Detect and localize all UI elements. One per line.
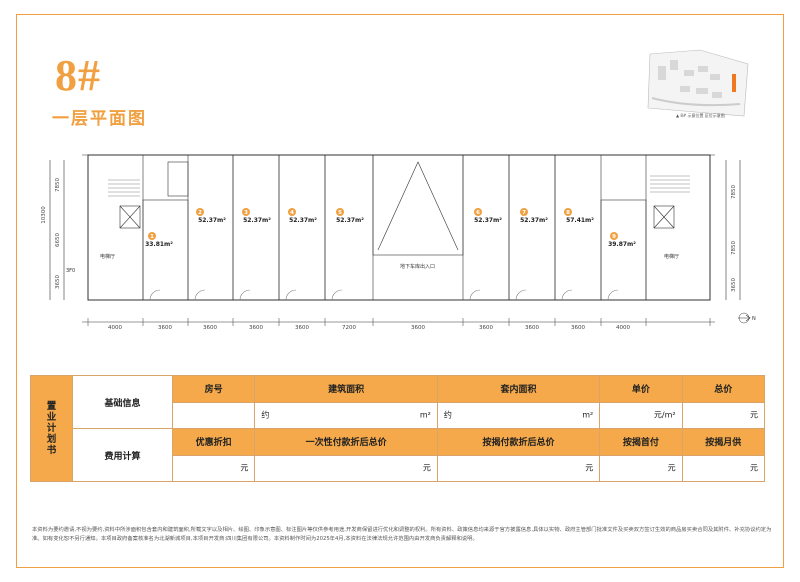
dim-bottom-1: 4000	[108, 325, 122, 331]
unit-6-number: 6	[476, 210, 480, 216]
header-inner-area: 套内面积	[436, 375, 601, 403]
header-room-no: 房号	[171, 375, 256, 403]
building-highlight	[732, 74, 736, 92]
floor-title: 一层平面图	[52, 109, 147, 129]
dim-left-total: 10300	[41, 206, 47, 224]
yuan-unit: 元	[667, 463, 676, 473]
down-payment-field[interactable]: 元	[599, 454, 683, 482]
lump-sum-total-field[interactable]: 元	[254, 454, 438, 482]
unit-3-number: 3	[244, 210, 248, 216]
dim-bottom-5: 3600	[295, 325, 309, 331]
unit-6-area: 52.37m²	[474, 217, 502, 224]
header-down-payment: 按揭首付	[599, 428, 683, 456]
floor-plan: 4000 3600 3600 3600 3600 7200 3600 3600 …	[41, 154, 756, 331]
unit-6-badge	[474, 208, 482, 216]
total-price-field[interactable]: 元	[681, 401, 766, 429]
unit-1-number: 1	[150, 234, 154, 240]
unit-markers: 1 33.81m² 2 52.37m² 3 52.37m² 4 52.37m² …	[145, 208, 636, 248]
inner-area-field[interactable]: 约 m²	[436, 401, 601, 429]
unit-3-area: 52.37m²	[243, 217, 271, 224]
price-unit: 元/m²	[653, 410, 676, 420]
unit-5-number: 5	[338, 210, 342, 216]
sqm-unit: m²	[419, 410, 431, 420]
yuan-unit: 元	[422, 463, 431, 473]
room-no-field[interactable]	[171, 401, 256, 429]
elevator-hall-left: 电梯厅	[100, 253, 115, 260]
discount-field[interactable]: 元	[171, 454, 256, 482]
elevator-hall-right: 电梯厅	[664, 253, 679, 260]
unit-8-area: 57.41m²	[566, 217, 594, 224]
unit-8-number: 8	[566, 210, 570, 216]
yuan-unit: 元	[750, 410, 758, 420]
header-discount: 优惠折扣	[171, 428, 256, 456]
dim-bottom-2: 3600	[158, 325, 172, 331]
unit-9-badge	[610, 232, 618, 240]
dim-bottom-11: 4000	[616, 325, 630, 331]
monthly-payment-field[interactable]: 元	[681, 454, 766, 482]
header-mortgage-total: 按揭付款折后总价	[436, 428, 601, 456]
page-border	[16, 14, 784, 568]
unit-7-area: 52.37m²	[520, 217, 548, 224]
site-location-map	[647, 49, 749, 117]
yuan-unit: 元	[750, 463, 758, 473]
form-side-label: 置业计划书	[30, 375, 73, 482]
dim-bottom-3: 3600	[203, 325, 217, 331]
dim-bottom-4: 3600	[249, 325, 263, 331]
left-corner-label: 3F0	[66, 268, 75, 274]
dim-bottom-7: 3600	[411, 325, 425, 331]
yuan-unit: 元	[585, 463, 594, 473]
unit-8-badge	[564, 208, 572, 216]
header-lump-sum-total: 一次性付款折后总价	[254, 428, 438, 456]
unit-7-badge	[520, 208, 528, 216]
unit-4-number: 4	[290, 210, 294, 216]
unit-5-area: 52.37m²	[336, 217, 364, 224]
disclaimer-text: 本资料为要约邀请,不视为要约,资料中所涉面积包含套内和建筑面积,所载文字以及相片…	[32, 527, 772, 542]
yuan-unit: 元	[240, 463, 249, 473]
dim-right-1: 7850	[731, 185, 737, 199]
dim-right-2: 7850	[731, 241, 737, 255]
header-monthly-payment: 按揭月供	[681, 428, 766, 456]
unit-5-badge	[336, 208, 344, 216]
building-area-field[interactable]: 约 m²	[254, 401, 438, 429]
dim-bottom-10: 3600	[571, 325, 585, 331]
garage-entrance-label: 地下车库出入口	[400, 263, 435, 270]
approx-label: 约	[261, 410, 270, 420]
dim-left-3: 3650	[55, 275, 61, 289]
unit-9-area: 39.87m²	[608, 241, 636, 248]
unit-2-badge	[196, 208, 204, 216]
basic-info-label: 基础信息	[72, 375, 173, 429]
unit-4-badge	[288, 208, 296, 216]
building-number: 8#	[55, 51, 101, 100]
unit-7-number: 7	[522, 210, 526, 216]
dim-bottom-9: 3600	[525, 325, 539, 331]
purchase-plan-form: 置业计划书 基础信息 房号 建筑面积 套内面积 单价 总价 约 m² 约 m² …	[30, 375, 766, 482]
unit-9-number: 9	[612, 234, 616, 240]
sitemap-caption: ▲ 8# 示意位置 区位示意图	[676, 113, 725, 118]
unit-price-field[interactable]: 元/m²	[599, 401, 683, 429]
sqm-unit: m²	[582, 410, 594, 420]
cost-calc-label: 费用计算	[72, 428, 173, 482]
dim-bottom-8: 3600	[479, 325, 493, 331]
unit-2-area: 52.37m²	[198, 217, 226, 224]
unit-1-badge	[148, 232, 156, 240]
unit-4-area: 52.37m²	[289, 217, 317, 224]
north-label: N	[752, 316, 756, 322]
header-building-area: 建筑面积	[254, 375, 438, 403]
dim-right-3: 3650	[731, 278, 737, 292]
mortgage-total-field[interactable]: 元	[436, 454, 601, 482]
header-total-price: 总价	[681, 375, 766, 403]
approx-label: 约	[443, 410, 452, 420]
north-arrow-icon: N	[738, 312, 756, 324]
header-unit-price: 单价	[599, 375, 683, 403]
dim-left-1: 7850	[55, 178, 61, 192]
dim-left-2: 6650	[55, 233, 61, 247]
unit-1-area: 33.81m²	[145, 241, 173, 248]
dim-bottom-6: 7200	[342, 325, 356, 331]
unit-3-badge	[242, 208, 250, 216]
unit-2-number: 2	[198, 210, 202, 216]
